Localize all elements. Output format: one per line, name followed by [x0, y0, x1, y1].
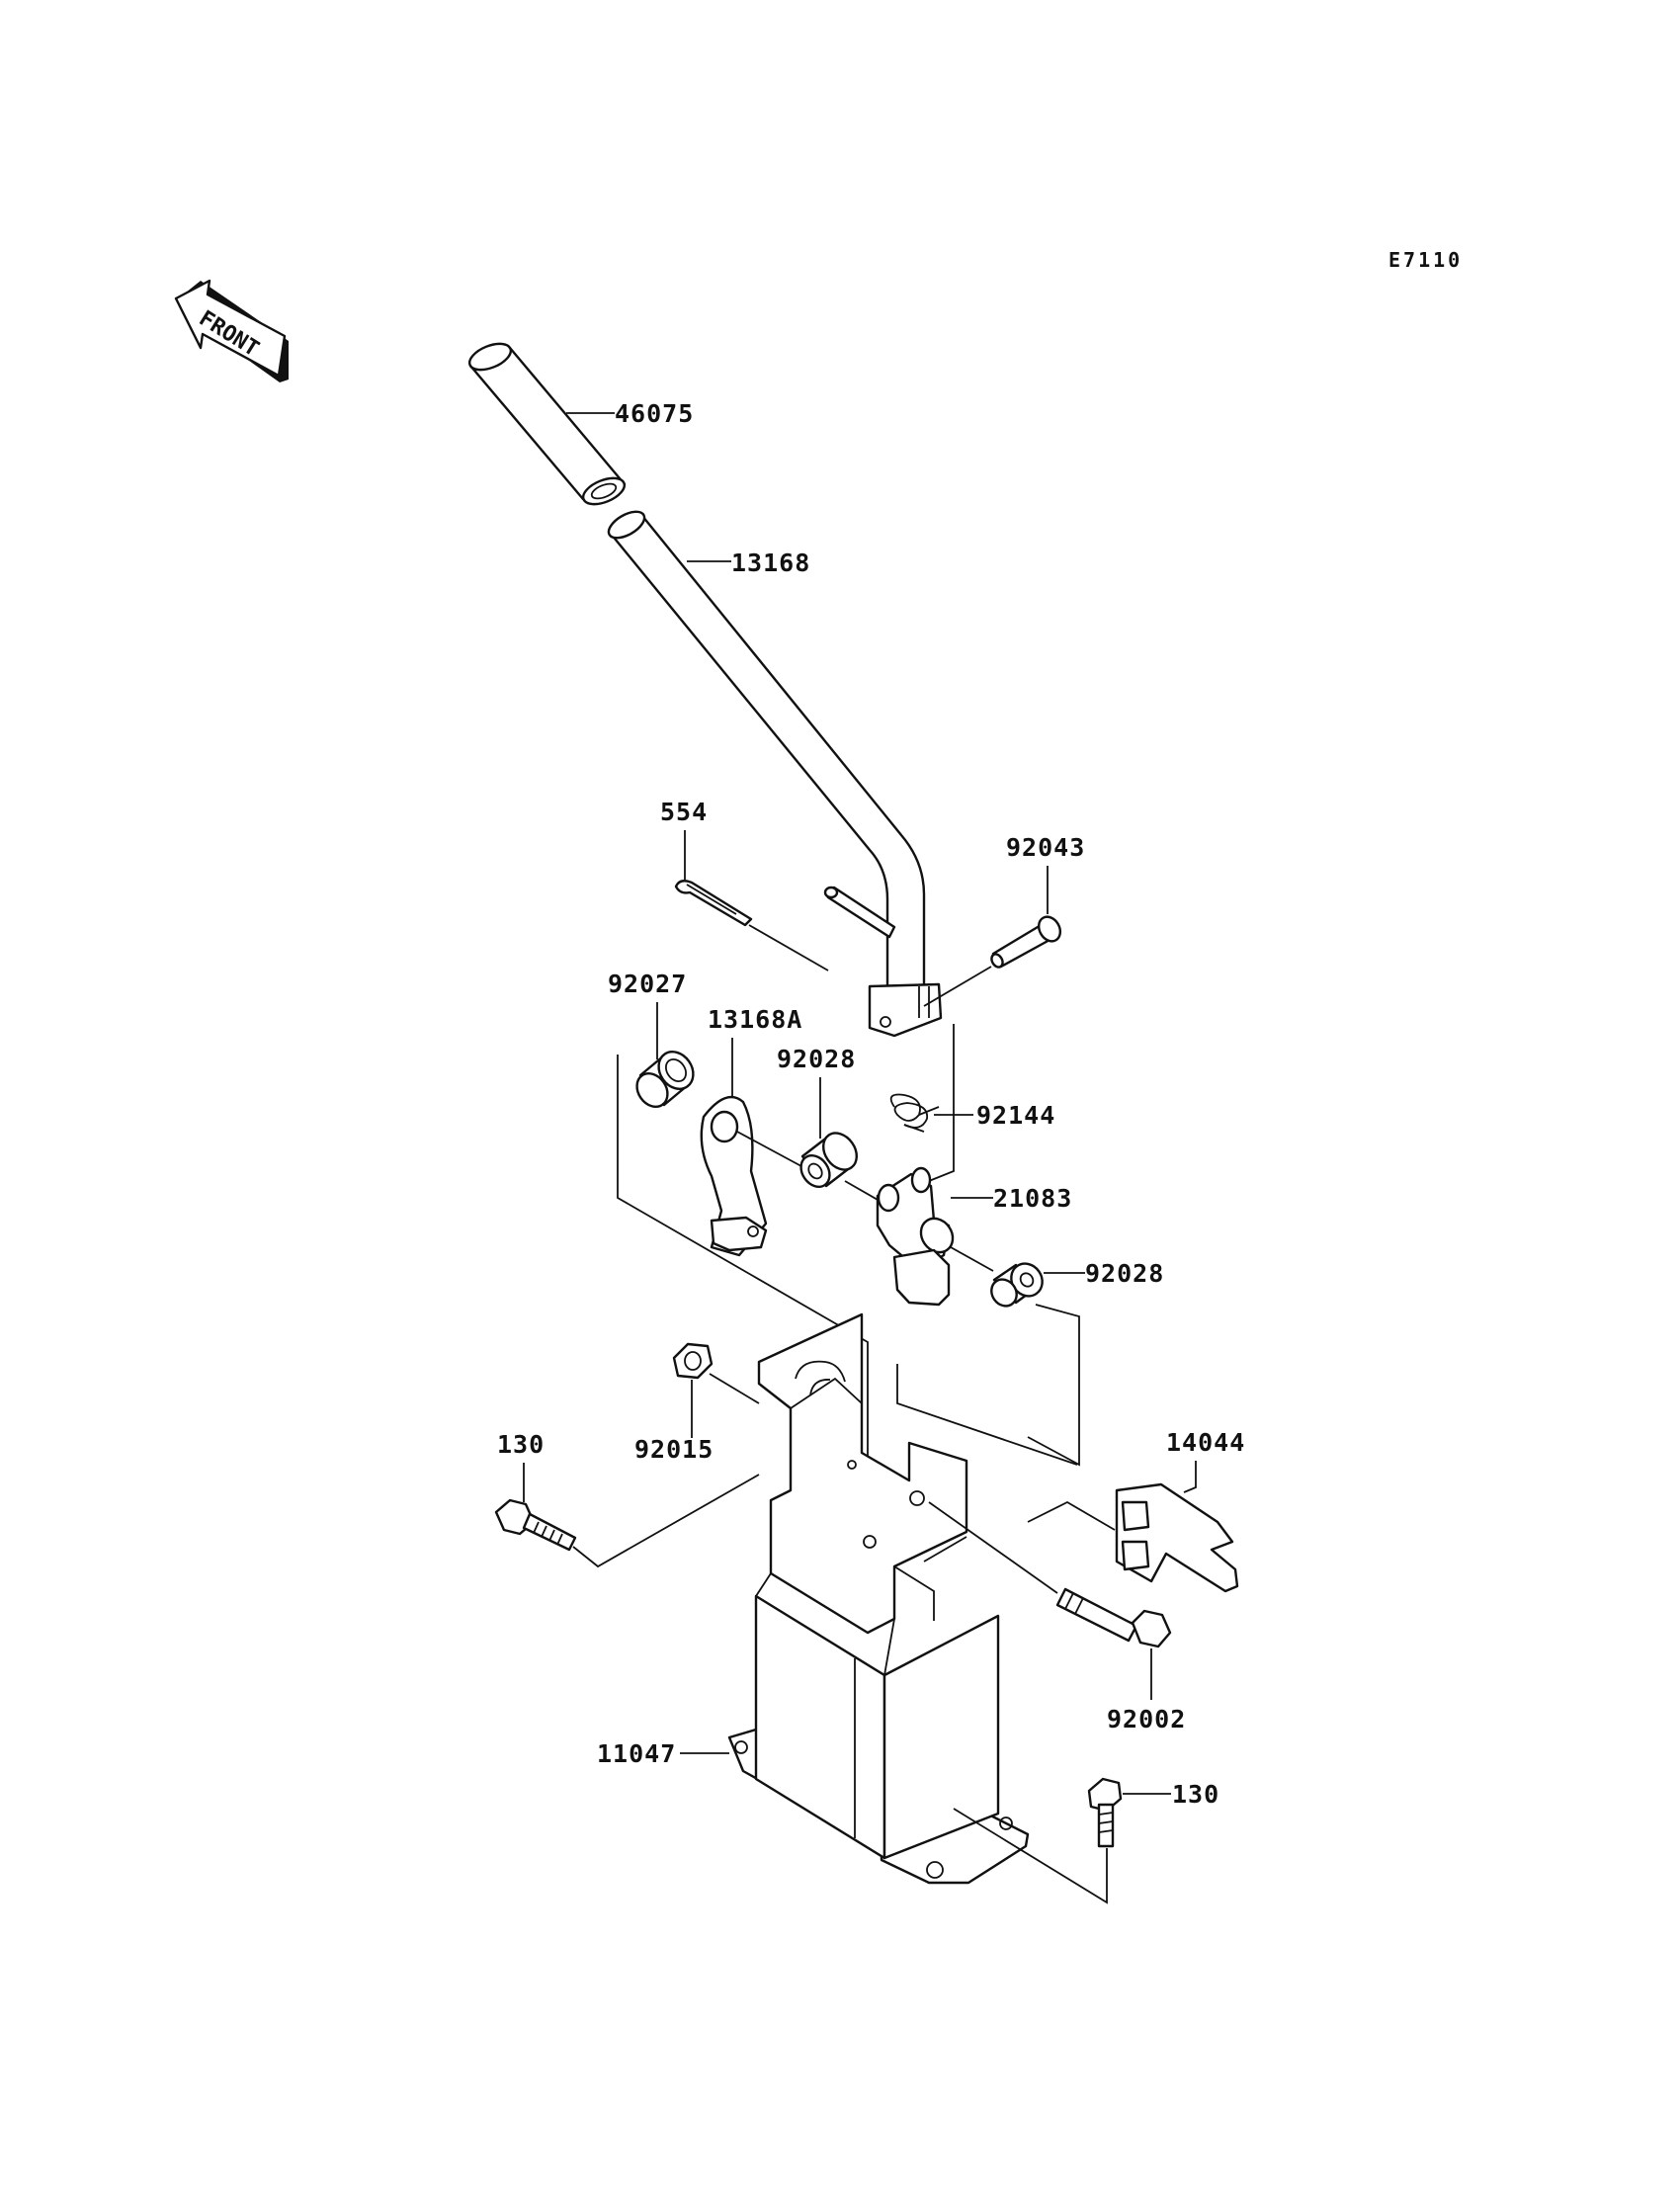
- label-92028-left: 92028: [777, 1045, 856, 1073]
- label-130-bottom: 130: [1172, 1780, 1219, 1809]
- label-21083: 21083: [993, 1184, 1072, 1213]
- cotter-pin-554: [674, 880, 753, 927]
- bolt-130-bottom: [1087, 1777, 1123, 1848]
- grip-46075: [467, 342, 627, 506]
- label-13168: 13168: [731, 549, 810, 577]
- diagram-code: E7110: [1388, 248, 1463, 272]
- collar-92028-left: [799, 1132, 859, 1188]
- label-92028-right: 92028: [1085, 1259, 1164, 1288]
- label-130-left: 130: [497, 1430, 545, 1459]
- bracket-14044: [1115, 1482, 1239, 1593]
- label-92043: 92043: [1006, 833, 1085, 862]
- lever-arm-13168A: [700, 1095, 768, 1257]
- base-11047: [727, 1312, 1030, 1885]
- spring-92144: [889, 1093, 940, 1133]
- label-92144: 92144: [976, 1101, 1055, 1130]
- label-13168A: 13168A: [708, 1005, 802, 1034]
- label-92027: 92027: [608, 970, 687, 998]
- shoulder-bolt-92002: [1055, 1587, 1172, 1648]
- front-arrow-icon: FRONT: [174, 279, 289, 382]
- label-46075: 46075: [615, 399, 694, 428]
- lever-13168: [607, 510, 943, 1038]
- collar-92028-right: [990, 1262, 1044, 1308]
- label-14044: 14044: [1166, 1428, 1245, 1457]
- label-11047: 11047: [597, 1739, 676, 1768]
- label-554: 554: [660, 798, 708, 826]
- bushing-92027: [635, 1051, 695, 1108]
- clevis-21083: [876, 1166, 955, 1307]
- pin-92043: [990, 915, 1062, 969]
- label-92002: 92002: [1107, 1705, 1186, 1733]
- nut-92015: [672, 1342, 714, 1380]
- label-92015: 92015: [634, 1435, 714, 1464]
- bolt-130-left: [494, 1498, 577, 1552]
